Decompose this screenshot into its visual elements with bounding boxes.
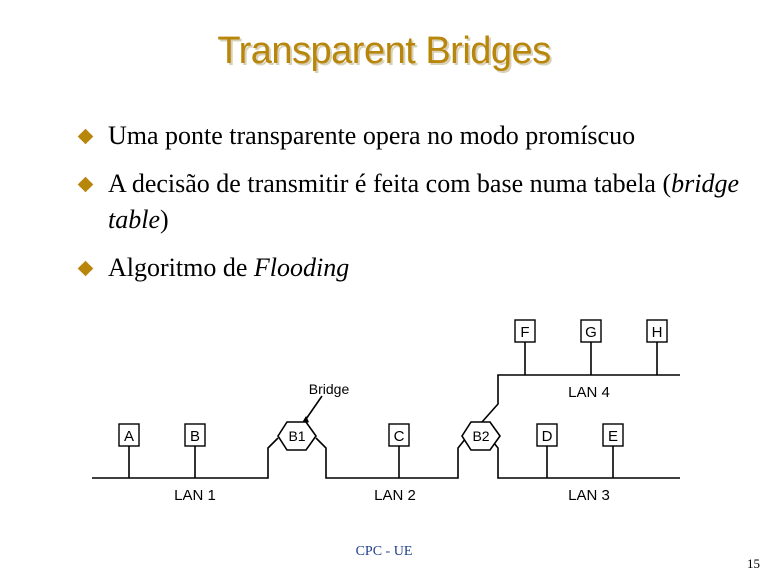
bullet-italic-text: Flooding xyxy=(253,253,350,282)
station-label-h: H xyxy=(652,324,663,341)
b1-right-link xyxy=(315,437,467,479)
b2-upper-link xyxy=(481,374,680,423)
station-label-c: C xyxy=(394,428,405,445)
bullet-item: Algoritmo de Flooding xyxy=(77,250,758,286)
bullet-item: Uma ponte transparente opera no modo pro… xyxy=(77,118,758,154)
station-box-c xyxy=(388,423,410,447)
station-box-h xyxy=(646,319,668,343)
station-label-g: G xyxy=(585,324,597,341)
diamond-bullet-icon xyxy=(77,128,94,145)
bridge-b1-shape xyxy=(277,421,317,451)
station-label-d: D xyxy=(542,428,553,445)
bullet-item: A decisão de transmitir é feita com base… xyxy=(77,166,758,238)
slide-title: Transparent Bridges xyxy=(217,30,551,72)
lan-label-3: LAN 3 xyxy=(568,487,610,504)
bridge-callout-label: Bridge xyxy=(309,381,350,397)
station-label-e: E xyxy=(608,428,618,445)
lan-label-2: LAN 2 xyxy=(374,487,416,504)
bridge-label-b2: B2 xyxy=(472,428,489,444)
bridge-label-b1: B1 xyxy=(288,428,305,444)
bullet-list: Uma ponte transparente opera no modo pro… xyxy=(77,118,758,298)
bullet-text: Uma ponte transparente opera no modo pro… xyxy=(108,121,636,150)
b2-lower-link xyxy=(489,437,680,479)
bullet-text: Algoritmo de xyxy=(108,253,254,282)
lan-label-1: LAN 1 xyxy=(174,487,216,504)
bullet-text-end: ) xyxy=(160,205,169,234)
station-box-e xyxy=(602,423,624,447)
diamond-bullet-icon xyxy=(77,260,94,277)
bullet-text: A decisão de transmitir é feita com base… xyxy=(108,169,672,198)
bridge-b2-shape xyxy=(461,421,501,451)
network-diagram: A B C D E F G H B1 B2 LAN 1 LAN 2 LAN 3 … xyxy=(92,319,680,504)
station-box-f xyxy=(514,319,536,343)
station-box-d xyxy=(536,423,558,447)
station-label-f: F xyxy=(520,324,529,341)
station-box-g xyxy=(580,319,602,343)
page-number: 15 xyxy=(747,556,760,571)
station-label-b: B xyxy=(190,428,200,445)
diamond-bullet-icon xyxy=(77,176,94,193)
station-box-a xyxy=(118,423,140,447)
lan-label-4: LAN 4 xyxy=(568,384,610,401)
bullet-italic-text: bridge table xyxy=(108,169,740,234)
station-label-a: A xyxy=(124,428,134,445)
station-box-b xyxy=(184,423,206,447)
lan1-line xyxy=(92,437,279,479)
footer-text: CPC - UE xyxy=(355,544,413,559)
